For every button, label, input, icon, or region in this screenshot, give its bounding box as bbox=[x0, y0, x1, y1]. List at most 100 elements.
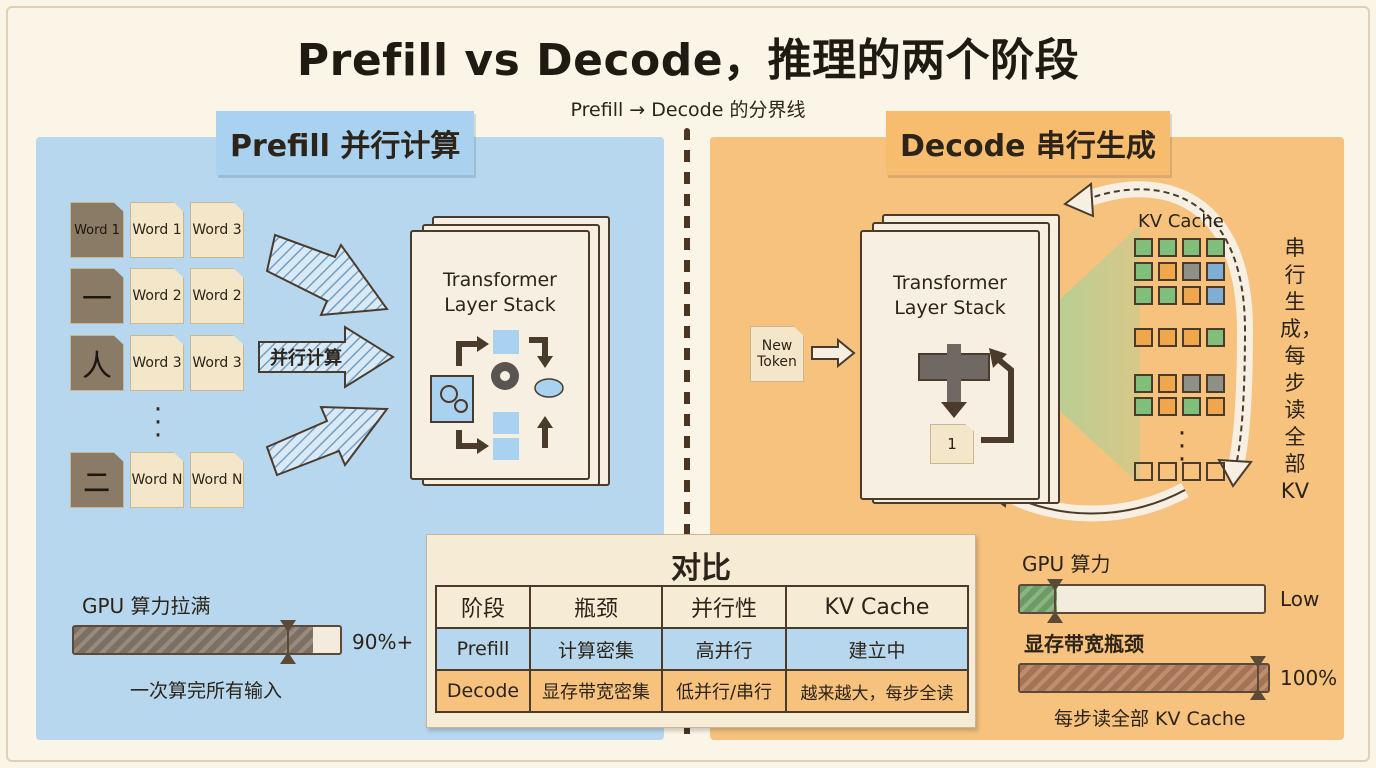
new-token-line2: Token bbox=[757, 354, 797, 370]
parallel-arrow-label: 并行计算 bbox=[270, 348, 342, 369]
prefill-gpu-value: 90%+ bbox=[352, 630, 414, 654]
stack-title-line2: Layer Stack bbox=[444, 294, 556, 316]
output-token-card: 1 bbox=[930, 424, 974, 464]
input-arrow bbox=[811, 338, 856, 368]
kv-cell bbox=[1158, 328, 1177, 347]
bandwidth-bar bbox=[1018, 663, 1270, 693]
decode-gpu-value: Low bbox=[1280, 587, 1320, 611]
table-cell: 低并行/串行 bbox=[661, 669, 787, 713]
kv-cell bbox=[1206, 397, 1225, 416]
token-card: Word 3 bbox=[130, 335, 184, 391]
phase-divider bbox=[684, 128, 690, 744]
parallel-arrows bbox=[258, 233, 395, 477]
table-cell: 越来越大，每步全读 bbox=[785, 669, 969, 713]
prefill-gpu-caption: 一次算完所有输入 bbox=[130, 680, 283, 702]
loop-label: 串行生成，每步读全部KV bbox=[1280, 236, 1322, 503]
bandwidth-fill bbox=[1020, 665, 1268, 691]
kv-cell bbox=[1158, 374, 1177, 393]
kv-cell bbox=[1206, 374, 1225, 393]
kv-cell bbox=[1206, 462, 1225, 481]
token-card: 人 bbox=[70, 335, 124, 391]
table-cell: 高并行 bbox=[661, 627, 787, 671]
kv-cell bbox=[1206, 262, 1225, 281]
header-cell: 瓶颈 bbox=[529, 585, 663, 629]
token-card: Word 1 bbox=[70, 202, 124, 258]
token-card: Word 2 bbox=[130, 268, 184, 324]
page-frame bbox=[6, 6, 1370, 762]
kv-cell bbox=[1182, 286, 1201, 305]
kv-cell bbox=[1158, 238, 1177, 257]
kv-cell bbox=[1158, 397, 1177, 416]
comparison-row-decode: Decode 显存带宽密集 低并行/串行 越来越大，每步全读 bbox=[435, 669, 969, 713]
kv-cell bbox=[1158, 286, 1177, 305]
new-token-card: New Token bbox=[750, 326, 804, 382]
kv-cell bbox=[1182, 374, 1201, 393]
kv-cell bbox=[1182, 328, 1201, 347]
kv-cell bbox=[1134, 397, 1153, 416]
table-cell: Prefill bbox=[435, 627, 531, 671]
kv-cell bbox=[1182, 238, 1201, 257]
table-cell: 建立中 bbox=[785, 627, 969, 671]
bandwidth-value: 100% bbox=[1280, 666, 1338, 690]
arrow-top bbox=[265, 233, 389, 317]
header-cell: 阶段 bbox=[435, 585, 531, 629]
arrow-bottom bbox=[265, 405, 389, 477]
bandwidth-caption: 每步读全部 KV Cache bbox=[1054, 708, 1246, 730]
gpu-level-marker bbox=[1047, 579, 1064, 627]
kv-ellipsis: ··· bbox=[1177, 419, 1187, 475]
comparison-title: 对比 bbox=[671, 551, 731, 586]
attention-cone bbox=[1000, 225, 1140, 485]
kv-cell bbox=[1158, 262, 1177, 281]
kv-cell bbox=[1182, 262, 1201, 281]
kv-cell bbox=[1134, 286, 1153, 305]
header-cell: 并行性 bbox=[661, 585, 787, 629]
arrow-middle bbox=[258, 325, 395, 389]
kv-cell bbox=[1206, 328, 1225, 347]
stack-title-line2: Layer Stack bbox=[894, 297, 1006, 319]
comparison-row-prefill: Prefill 计算密集 高并行 建立中 bbox=[435, 627, 969, 671]
prefill-gpu-fill bbox=[74, 627, 314, 653]
token-card: Word 3 bbox=[190, 335, 244, 391]
kv-cell bbox=[1182, 397, 1201, 416]
prefill-gpu-label: GPU 算力拉满 bbox=[82, 594, 211, 618]
kv-cell bbox=[1134, 462, 1153, 481]
table-cell: 计算密集 bbox=[529, 627, 663, 671]
kv-cell bbox=[1134, 328, 1153, 347]
token-card: Word N bbox=[190, 452, 244, 508]
comparison-card: 对比 阶段 瓶颈 并行性 KV Cache Prefill 计算密集 高并行 建… bbox=[426, 534, 976, 728]
compute-flow-icon bbox=[430, 330, 564, 460]
prefill-gpu-bar bbox=[72, 625, 342, 655]
page-title: Prefill vs Decode，推理的两个阶段 bbox=[296, 35, 1080, 86]
token-card: 一 bbox=[70, 268, 124, 324]
ellipsis-dots: ··· bbox=[153, 395, 163, 451]
kv-cell bbox=[1134, 262, 1153, 281]
new-token-line1: New bbox=[761, 338, 793, 354]
decode-heading: Decode 串行生成 bbox=[886, 111, 1170, 175]
divider-label: Prefill → Decode 的分界线 bbox=[570, 99, 806, 121]
prefill-heading: Prefill 并行计算 bbox=[216, 111, 475, 175]
bandwidth-label: 显存带宽瓶颈 bbox=[1024, 632, 1144, 656]
kv-cell bbox=[1206, 238, 1225, 257]
stack-title-line1: Transformer bbox=[442, 269, 557, 291]
kv-cell bbox=[1134, 238, 1153, 257]
decode-layer-icon bbox=[918, 344, 1014, 443]
table-cell: Decode bbox=[435, 669, 531, 713]
bandwidth-level-marker bbox=[1250, 656, 1266, 704]
kv-cell bbox=[1206, 286, 1225, 305]
kv-cell bbox=[1158, 462, 1177, 481]
token-card: ニ bbox=[70, 452, 124, 508]
stack-title-line1: Transformer bbox=[892, 272, 1007, 294]
token-card: Word 1 bbox=[130, 202, 184, 258]
decode-gpu-label: GPU 算力 bbox=[1022, 552, 1111, 576]
table-cell: 显存带宽密集 bbox=[529, 669, 663, 713]
comparison-header-row: 阶段 瓶颈 并行性 KV Cache bbox=[435, 585, 969, 629]
kv-cell bbox=[1134, 374, 1153, 393]
gpu-level-marker bbox=[280, 620, 296, 668]
decode-gpu-bar bbox=[1018, 584, 1266, 614]
kv-cell bbox=[1182, 462, 1201, 481]
decode-gpu-fill bbox=[1020, 586, 1057, 612]
comparison-table: 阶段 瓶颈 并行性 KV Cache Prefill 计算密集 高并行 建立中 … bbox=[435, 585, 969, 713]
token-card: Word 2 bbox=[190, 268, 244, 324]
token-card: Word 3 bbox=[190, 202, 244, 258]
kv-cache-label: KV Cache bbox=[1138, 211, 1224, 232]
